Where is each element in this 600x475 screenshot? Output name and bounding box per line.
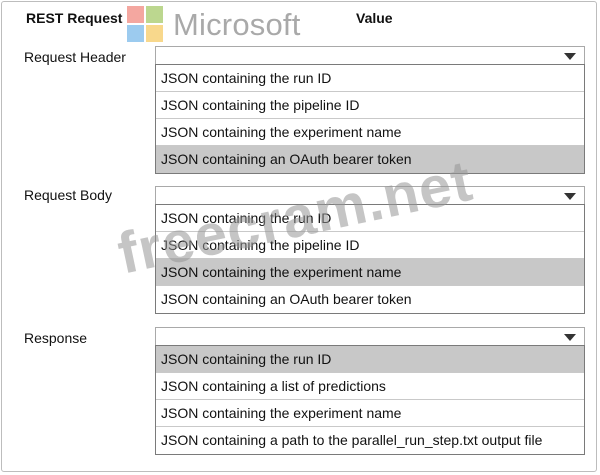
option-response-3[interactable]: JSON containing a path to the parallel_r… <box>161 432 543 448</box>
microsoft-logo: Microsoft <box>127 6 337 46</box>
dropdown-request-header[interactable] <box>155 46 585 66</box>
option-request-body-2[interactable]: JSON containing the experiment name <box>156 259 584 286</box>
dropdown-response[interactable] <box>155 327 585 347</box>
options-list-response: JSON containing the run ID JSON containi… <box>155 345 585 455</box>
option-response-0[interactable]: JSON containing the run ID <box>156 346 584 373</box>
option-request-header-1[interactable]: JSON containing the pipeline ID <box>156 92 584 119</box>
label-request-body: Request Body <box>24 187 112 203</box>
column-header-rest-request: REST Request <box>26 10 123 26</box>
option-request-body-0[interactable]: JSON containing the run ID <box>156 205 584 232</box>
logo-square-green <box>146 6 163 23</box>
logo-square-red <box>127 6 144 23</box>
options-list-request-header: JSON containing the run ID JSON containi… <box>155 64 585 174</box>
option-response-2[interactable]: JSON containing the experiment name <box>156 400 584 427</box>
option-request-header-0[interactable]: JSON containing the run ID <box>156 65 584 92</box>
logo-wordmark: Microsoft <box>173 7 301 42</box>
logo-square-blue <box>127 25 144 42</box>
chevron-down-icon[interactable] <box>564 334 576 341</box>
label-request-header: Request Header <box>24 49 126 65</box>
column-header-value: Value <box>356 10 393 26</box>
option-request-header-2[interactable]: JSON containing the experiment name <box>156 119 584 146</box>
option-response-1[interactable]: JSON containing a list of predictions <box>156 373 584 400</box>
chevron-down-icon[interactable] <box>564 193 576 200</box>
options-list-request-body: JSON containing the run ID JSON containi… <box>155 204 585 314</box>
chevron-down-icon[interactable] <box>564 53 576 60</box>
option-request-header-3[interactable]: JSON containing an OAuth bearer token <box>156 146 584 173</box>
option-request-body-3[interactable]: JSON containing an OAuth bearer token <box>161 291 412 307</box>
label-response: Response <box>24 330 88 346</box>
option-request-body-1[interactable]: JSON containing the pipeline ID <box>156 232 584 259</box>
dropdown-request-body[interactable] <box>155 186 585 206</box>
logo-square-yellow <box>146 25 163 42</box>
